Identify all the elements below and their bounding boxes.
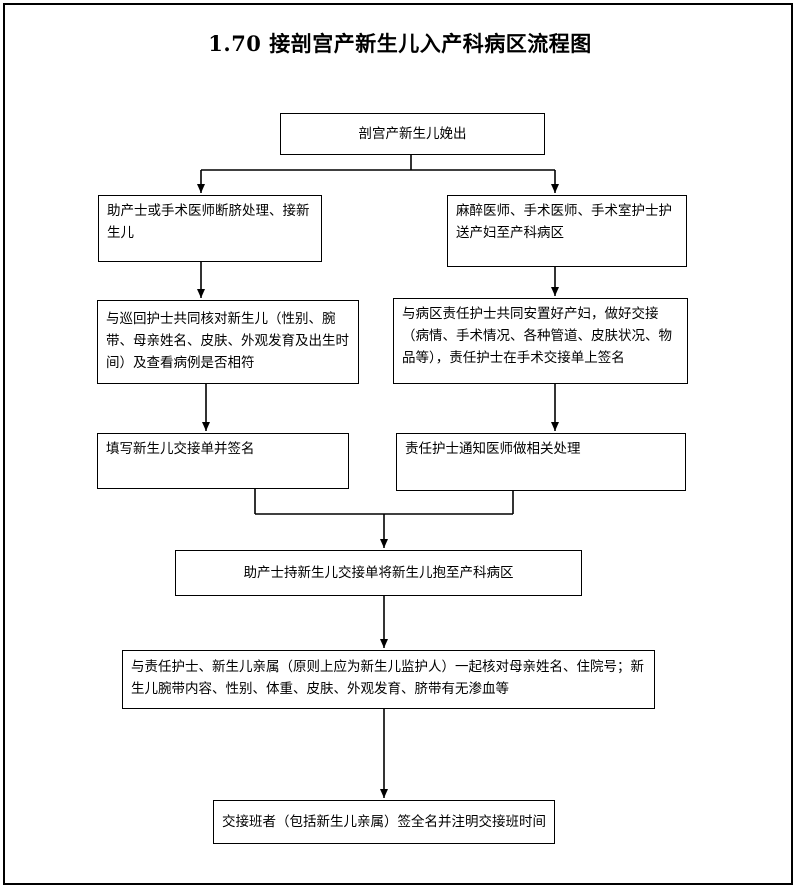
flow-step-start: 剖宫产新生儿娩出 xyxy=(280,113,545,155)
flow-step-right3-text: 责任护士通知医师做相关处理 xyxy=(405,441,581,457)
flow-step-right3: 责任护士通知医师做相关处理 xyxy=(396,433,686,491)
flow-step-merge: 助产士持新生儿交接单将新生儿抱至产科病区 xyxy=(175,550,582,596)
flow-step-right1-text: 麻醉医师、手术医师、手术室护士护送产妇至产科病区 xyxy=(456,203,672,241)
flow-step-end: 交接班者（包括新生儿亲属）签全名并注明交接班时间 xyxy=(213,800,555,844)
flow-step-left3: 填写新生儿交接单并签名 xyxy=(97,433,349,489)
flow-step-right1: 麻醉医师、手术医师、手术室护士护送产妇至产科病区 xyxy=(447,195,687,267)
flow-step-left1-text: 助产士或手术医师断脐处理、接新生儿 xyxy=(107,203,310,241)
page-border xyxy=(3,3,793,885)
flow-step-left2-text: 与巡回护士共同核对新生儿（性别、腕带、母亲姓名、皮肤、外观发育及出生时间）及查看… xyxy=(106,311,349,371)
flow-step-start-text: 剖宫产新生儿娩出 xyxy=(358,126,467,142)
flow-step-left3-text: 填写新生儿交接单并签名 xyxy=(106,441,255,457)
flow-step-right2: 与病区责任护士共同安置好产妇，做好交接（病情、手术情况、各种管道、皮肤状况、物品… xyxy=(393,298,688,384)
flow-step-verify: 与责任护士、新生儿亲属（原则上应为新生儿监护人）一起核对母亲姓名、住院号；新生儿… xyxy=(122,650,655,709)
flow-step-verify-text: 与责任护士、新生儿亲属（原则上应为新生儿监护人）一起核对母亲姓名、住院号；新生儿… xyxy=(131,659,644,697)
flow-step-right2-text: 与病区责任护士共同安置好产妇，做好交接（病情、手术情况、各种管道、皮肤状况、物品… xyxy=(402,306,672,366)
flow-step-merge-text: 助产士持新生儿交接单将新生儿抱至产科病区 xyxy=(243,565,514,581)
flow-step-left2: 与巡回护士共同核对新生儿（性别、腕带、母亲姓名、皮肤、外观发育及出生时间）及查看… xyxy=(97,300,359,384)
flow-step-left1: 助产士或手术医师断脐处理、接新生儿 xyxy=(98,195,322,262)
page-title: 1.70 接剖宫产新生儿入产科病区流程图 xyxy=(208,31,592,56)
flow-step-end-text: 交接班者（包括新生儿亲属）签全名并注明交接班时间 xyxy=(222,814,546,830)
